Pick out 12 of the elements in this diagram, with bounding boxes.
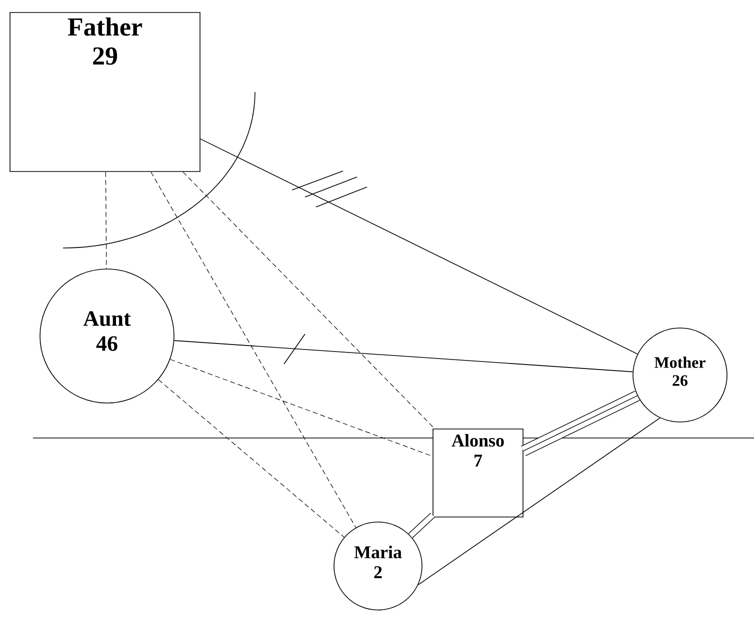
person-box: Alonso 7 [432, 428, 524, 518]
relationship-line [200, 138, 638, 354]
relationship-line [418, 418, 660, 586]
relationship-line [158, 379, 344, 538]
relationship-line [408, 512, 435, 538]
relationship-line [182, 172, 435, 429]
relationship-line [174, 340, 634, 372]
relationship-line [521, 390, 640, 456]
relationship-line [105, 172, 107, 269]
relationship-line [150, 172, 356, 528]
relationship-line [170, 359, 433, 457]
person-box: Father 29 [10, 12, 200, 172]
